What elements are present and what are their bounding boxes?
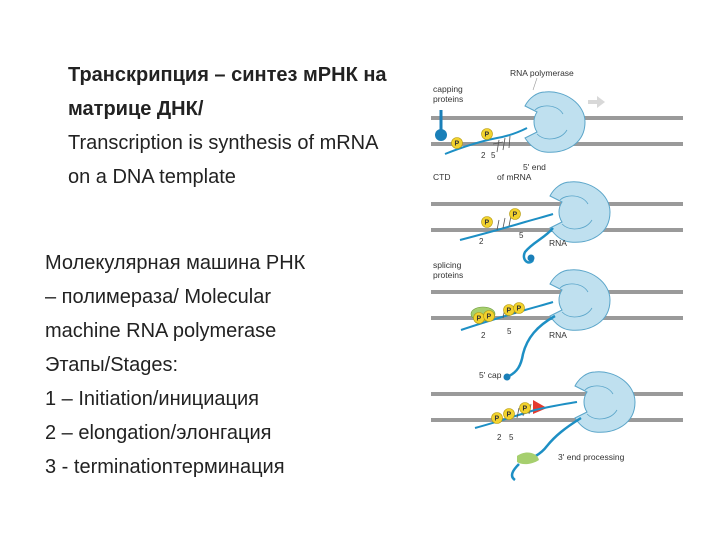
label-rna-2: RNA: [549, 238, 567, 248]
leader-rna-polymerase: [532, 77, 538, 91]
title-english: Transcription is synthesis of mRNA on a …: [68, 132, 378, 188]
p-label-4c: P: [523, 406, 528, 413]
label-rna-polymerase: RNA polymerase: [510, 68, 574, 78]
num-5-2: 5: [519, 231, 524, 240]
rna-polymerase-2: [549, 181, 611, 243]
num-2-3: 2: [481, 331, 486, 340]
direction-arrow-icon: [588, 96, 605, 108]
slide-title: Транскрипция – синтез мРНК на матрице ДН…: [68, 58, 398, 194]
dna-strand-4a: [431, 392, 683, 396]
rna-end-4: [510, 463, 520, 482]
panel-splicing: P P P P 2 5 splicing proteins RNA 5' cap: [431, 260, 683, 381]
num-2-4: 2: [497, 433, 502, 442]
body-line-2: – полимераза/ Molecular: [45, 286, 272, 308]
slide-body: Молекулярная машина РНК – полимераза/ Mo…: [45, 246, 405, 484]
nascent-rna-3: [508, 314, 556, 378]
p-label-3a: P: [477, 316, 482, 323]
transcription-diagram-svg: P P 2 5 RNA polymerase capping proteins …: [431, 68, 683, 482]
processing-protein: [517, 452, 539, 465]
label-splicing-1: splicing: [433, 260, 462, 270]
title-russian: Транскрипция – синтез мРНК на матрице ДН…: [68, 64, 387, 120]
rna-polymerase-4: [574, 371, 636, 433]
ctd-tail-3: [460, 301, 554, 331]
p-label-3d: P: [517, 306, 522, 313]
capping-protein: [435, 129, 447, 141]
label-5-end-2: of mRNA: [497, 172, 532, 182]
body-line-5: 1 – Initiation/инициация: [45, 388, 260, 410]
label-splicing-2: proteins: [433, 270, 463, 280]
ctd-tail-2: [459, 213, 554, 241]
transcription-figure: P P 2 5 RNA polymerase capping proteins …: [405, 62, 695, 482]
p-label-4b: P: [507, 412, 512, 419]
dna-strand-4b: [431, 418, 683, 422]
label-capping-1: capping: [433, 84, 463, 94]
label-capping-2: proteins: [433, 94, 463, 104]
p-label-3b: P: [487, 314, 492, 321]
p-label-3c: P: [507, 308, 512, 315]
p-label-2a: P: [485, 220, 490, 227]
dna-strand-3a: [431, 290, 683, 294]
rna-cap-3: [503, 373, 511, 381]
ctd-tail-4: [474, 401, 578, 429]
label-ctd: CTD: [433, 172, 450, 182]
label-5-end-1: 5' end: [523, 162, 546, 172]
p-label-1a: P: [455, 141, 460, 148]
ctd-tail-1: [444, 127, 528, 155]
body-line-3: machine RNA polymerase: [45, 320, 277, 342]
dna-strand-2a: [431, 202, 683, 206]
panel-elongation: P P 2 5 RNA: [431, 181, 683, 264]
p-label-1b: P: [485, 132, 490, 139]
label-5-cap: 5' cap: [479, 370, 502, 380]
num-2-1: 2: [481, 151, 486, 160]
num-2-2: 2: [479, 237, 484, 246]
body-line-1: Молекулярная машина РНК: [45, 252, 306, 274]
num-5-1: 5: [491, 151, 496, 160]
panel-termination: P P P 2 5 3' end processing: [431, 371, 683, 482]
label-3-end-processing: 3' end processing: [558, 452, 625, 462]
num-5-3: 5: [507, 327, 512, 336]
num-5-4: 5: [509, 433, 514, 442]
panel-capping: P P 2 5 RNA polymerase capping proteins …: [431, 68, 683, 182]
body-line-7: 3 - terminationтерминация: [45, 456, 285, 478]
rna-polymerase-1: [524, 91, 586, 153]
label-rna-3: RNA: [549, 330, 567, 340]
ctd-repeats-1: [492, 135, 511, 153]
p-label-2b: P: [513, 212, 518, 219]
nascent-rna-2: [522, 227, 554, 264]
p-label-4a: P: [495, 416, 500, 423]
rna-polymerase-3: [549, 269, 611, 331]
rna-cap-2: [527, 254, 535, 262]
body-line-4: Этапы/Stages:: [45, 354, 179, 376]
body-line-6: 2 – elongation/элонгация: [45, 422, 272, 444]
